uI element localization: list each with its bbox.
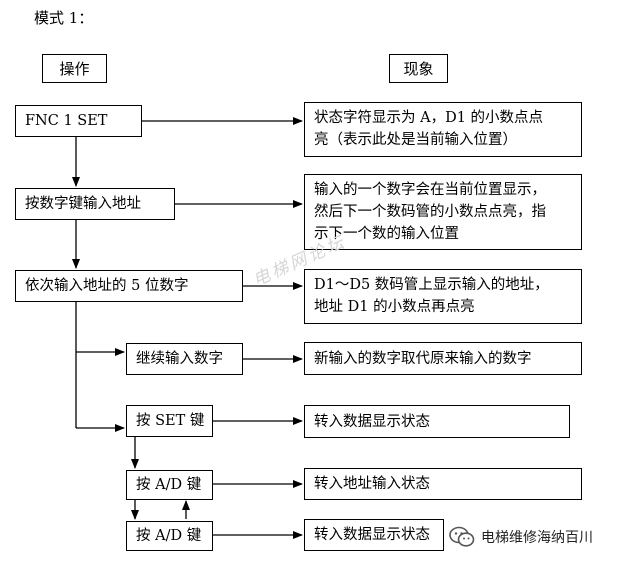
result-box-6: 转入地址输入状态 — [304, 468, 582, 500]
brand-mark: 电梯维修海纳百川 — [449, 526, 593, 548]
brand-text: 电梯维修海纳百川 — [481, 530, 593, 546]
result-2-line-2: 然后下一个数码管的小数点点亮，指 — [314, 204, 546, 220]
op-box-7: 按 A/D 键 — [126, 521, 213, 551]
result-1-line-2: 亮（表示此处是当前输入位置） — [314, 132, 517, 148]
op-box-6: 按 A/D 键 — [126, 470, 213, 500]
result-2-line-1: 输入的一个数字会在当前位置显示， — [314, 182, 546, 198]
result-1-line-1: 状态字符显示为 A，D1 的小数点点 — [314, 110, 544, 126]
mode-title: 模式 1： — [34, 9, 94, 27]
result-box-5: 转入数据显示状态 — [304, 405, 570, 438]
result-3-line-1: D1～D5 数码管上显示输入的地址， — [314, 277, 549, 293]
op-box-5: 按 SET 键 — [126, 405, 213, 437]
header-phenomenon: 现象 — [389, 54, 448, 83]
op-box-3: 依次输入地址的 5 位数字 — [15, 270, 243, 302]
op-box-1: FNC 1 SET — [15, 105, 142, 137]
op-box-4: 继续输入数字 — [126, 343, 243, 375]
result-box-2: 输入的一个数字会在当前位置显示， 然后下一个数码管的小数点点亮，指 示下一个数的… — [304, 174, 582, 250]
result-box-3: D1～D5 数码管上显示输入的地址， 地址 D1 的小数点再点亮 — [304, 269, 582, 324]
result-2-line-3: 示下一个数的输入位置 — [314, 226, 459, 242]
header-operation: 操作 — [42, 54, 107, 83]
op-box-2: 按数字键输入地址 — [15, 188, 175, 220]
wechat-icon — [449, 526, 475, 547]
result-box-4: 新输入的数字取代原来输入的数字 — [304, 342, 582, 375]
result-3-line-2: 地址 D1 的小数点再点亮 — [314, 299, 475, 315]
result-box-1: 状态字符显示为 A，D1 的小数点点 亮（表示此处是当前输入位置） — [304, 102, 582, 157]
result-box-7: 转入数据显示状态 — [304, 519, 444, 551]
